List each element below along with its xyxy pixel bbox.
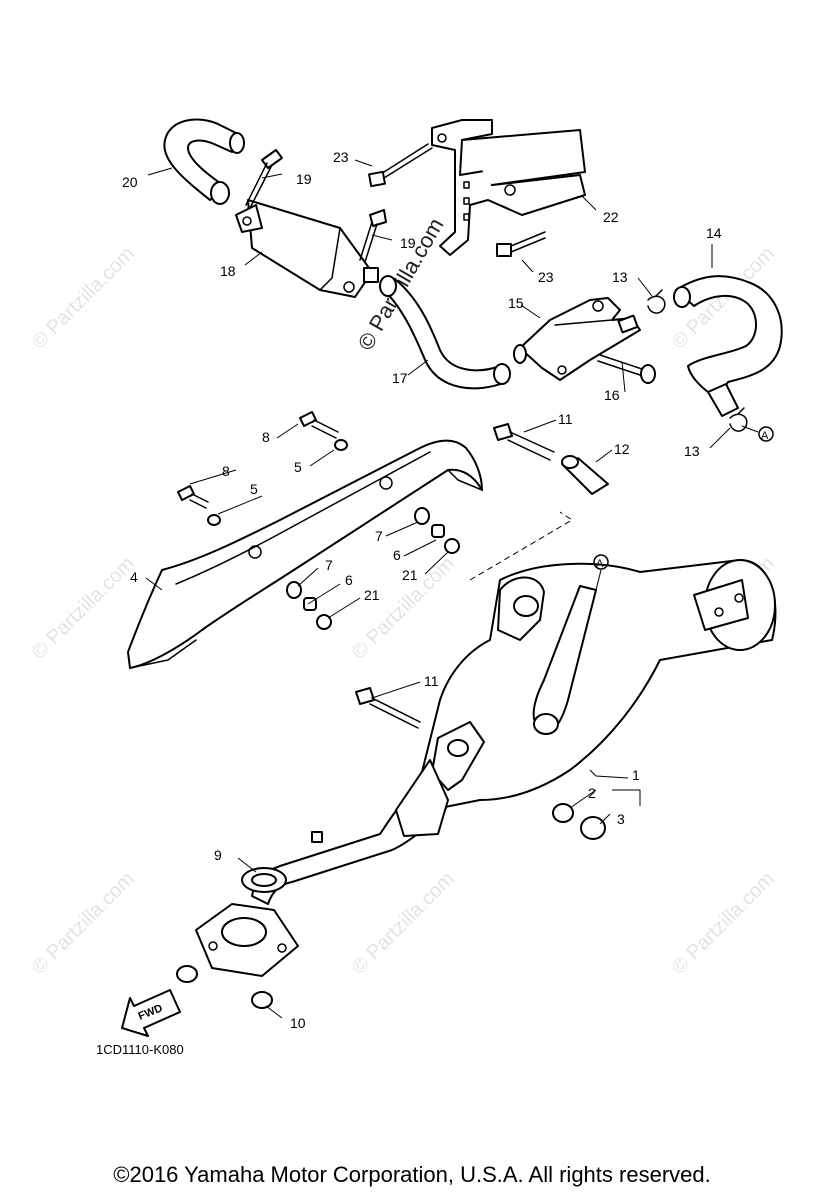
svg-text:A: A (596, 558, 604, 570)
part-23-bolts (368, 143, 546, 257)
callout-4: 4 (130, 569, 138, 585)
part-15-valve (513, 297, 641, 381)
callout-14: 14 (706, 225, 722, 241)
callout-23: 23 (333, 149, 349, 165)
callout-12: 12 (614, 441, 630, 457)
callout-19: 19 (400, 235, 416, 251)
callout-15: 15 (508, 295, 524, 311)
part-16-screw (597, 354, 656, 384)
callout-8: 8 (222, 463, 230, 479)
callout-13: 13 (612, 269, 628, 285)
callout-18: 18 (220, 263, 236, 279)
callout-16: 16 (604, 387, 620, 403)
callout-6: 6 (393, 547, 401, 563)
part-4-protector (127, 439, 483, 669)
copyright-notice: ©2016 Yamaha Motor Corporation, U.S.A. A… (113, 1162, 711, 1187)
callout-20: 20 (122, 174, 138, 190)
callout-17: 17 (392, 370, 408, 386)
callout-23: 23 (538, 269, 554, 285)
callout-21: 21 (364, 587, 380, 603)
diagram-code: 1CD1110-K080 (96, 1042, 184, 1057)
ref-mark-a: A A (593, 425, 774, 591)
part-exhaust-pipe (176, 759, 449, 1009)
callout-5: 5 (294, 459, 302, 475)
callout-3: 3 (617, 811, 625, 827)
watermark: © Partzilla.com (28, 868, 139, 979)
part-11-12-bolt-collar (493, 423, 609, 495)
watermark: © Partzilla.com (28, 553, 139, 664)
callout-11: 11 (558, 411, 573, 427)
fwd-arrow: FWD (121, 989, 181, 1037)
watermark: © Partzilla.com (348, 868, 459, 979)
part-19-screws (245, 149, 387, 263)
callout-9: 9 (214, 847, 222, 863)
part-20-hose (163, 118, 245, 205)
callout-8: 8 (262, 429, 270, 445)
callout-22: 22 (603, 209, 619, 225)
part-11-lower-bolt (355, 687, 421, 729)
protector-fasteners (177, 411, 460, 630)
part-22-bracket (431, 119, 586, 256)
part-2-3-dampers (552, 803, 606, 840)
part-14-hose (673, 275, 783, 417)
callout-7: 7 (325, 557, 333, 573)
callout-labels: 20 19 19 18 23 23 22 14 13 13 15 16 17 1… (122, 149, 722, 1031)
callout-1: 1 (632, 767, 640, 783)
callout-10: 10 (290, 1015, 306, 1031)
callout-13: 13 (684, 443, 700, 459)
svg-text:A: A (761, 430, 769, 442)
part-1-muffler (418, 559, 777, 809)
callout-21: 21 (402, 567, 418, 583)
callout-7: 7 (375, 528, 383, 544)
part-17-hose (379, 275, 511, 390)
callout-19: 19 (296, 171, 312, 187)
callout-5: 5 (250, 481, 258, 497)
callout-2: 2 (588, 785, 596, 801)
part-13-clips (647, 289, 748, 432)
watermark: © Partzilla.com (28, 243, 139, 354)
leader-lines (145, 159, 731, 1019)
callout-6: 6 (345, 572, 353, 588)
watermark: © Partzilla.com (668, 868, 779, 979)
part-18-canister (235, 199, 379, 298)
callout-11: 11 (424, 673, 439, 689)
